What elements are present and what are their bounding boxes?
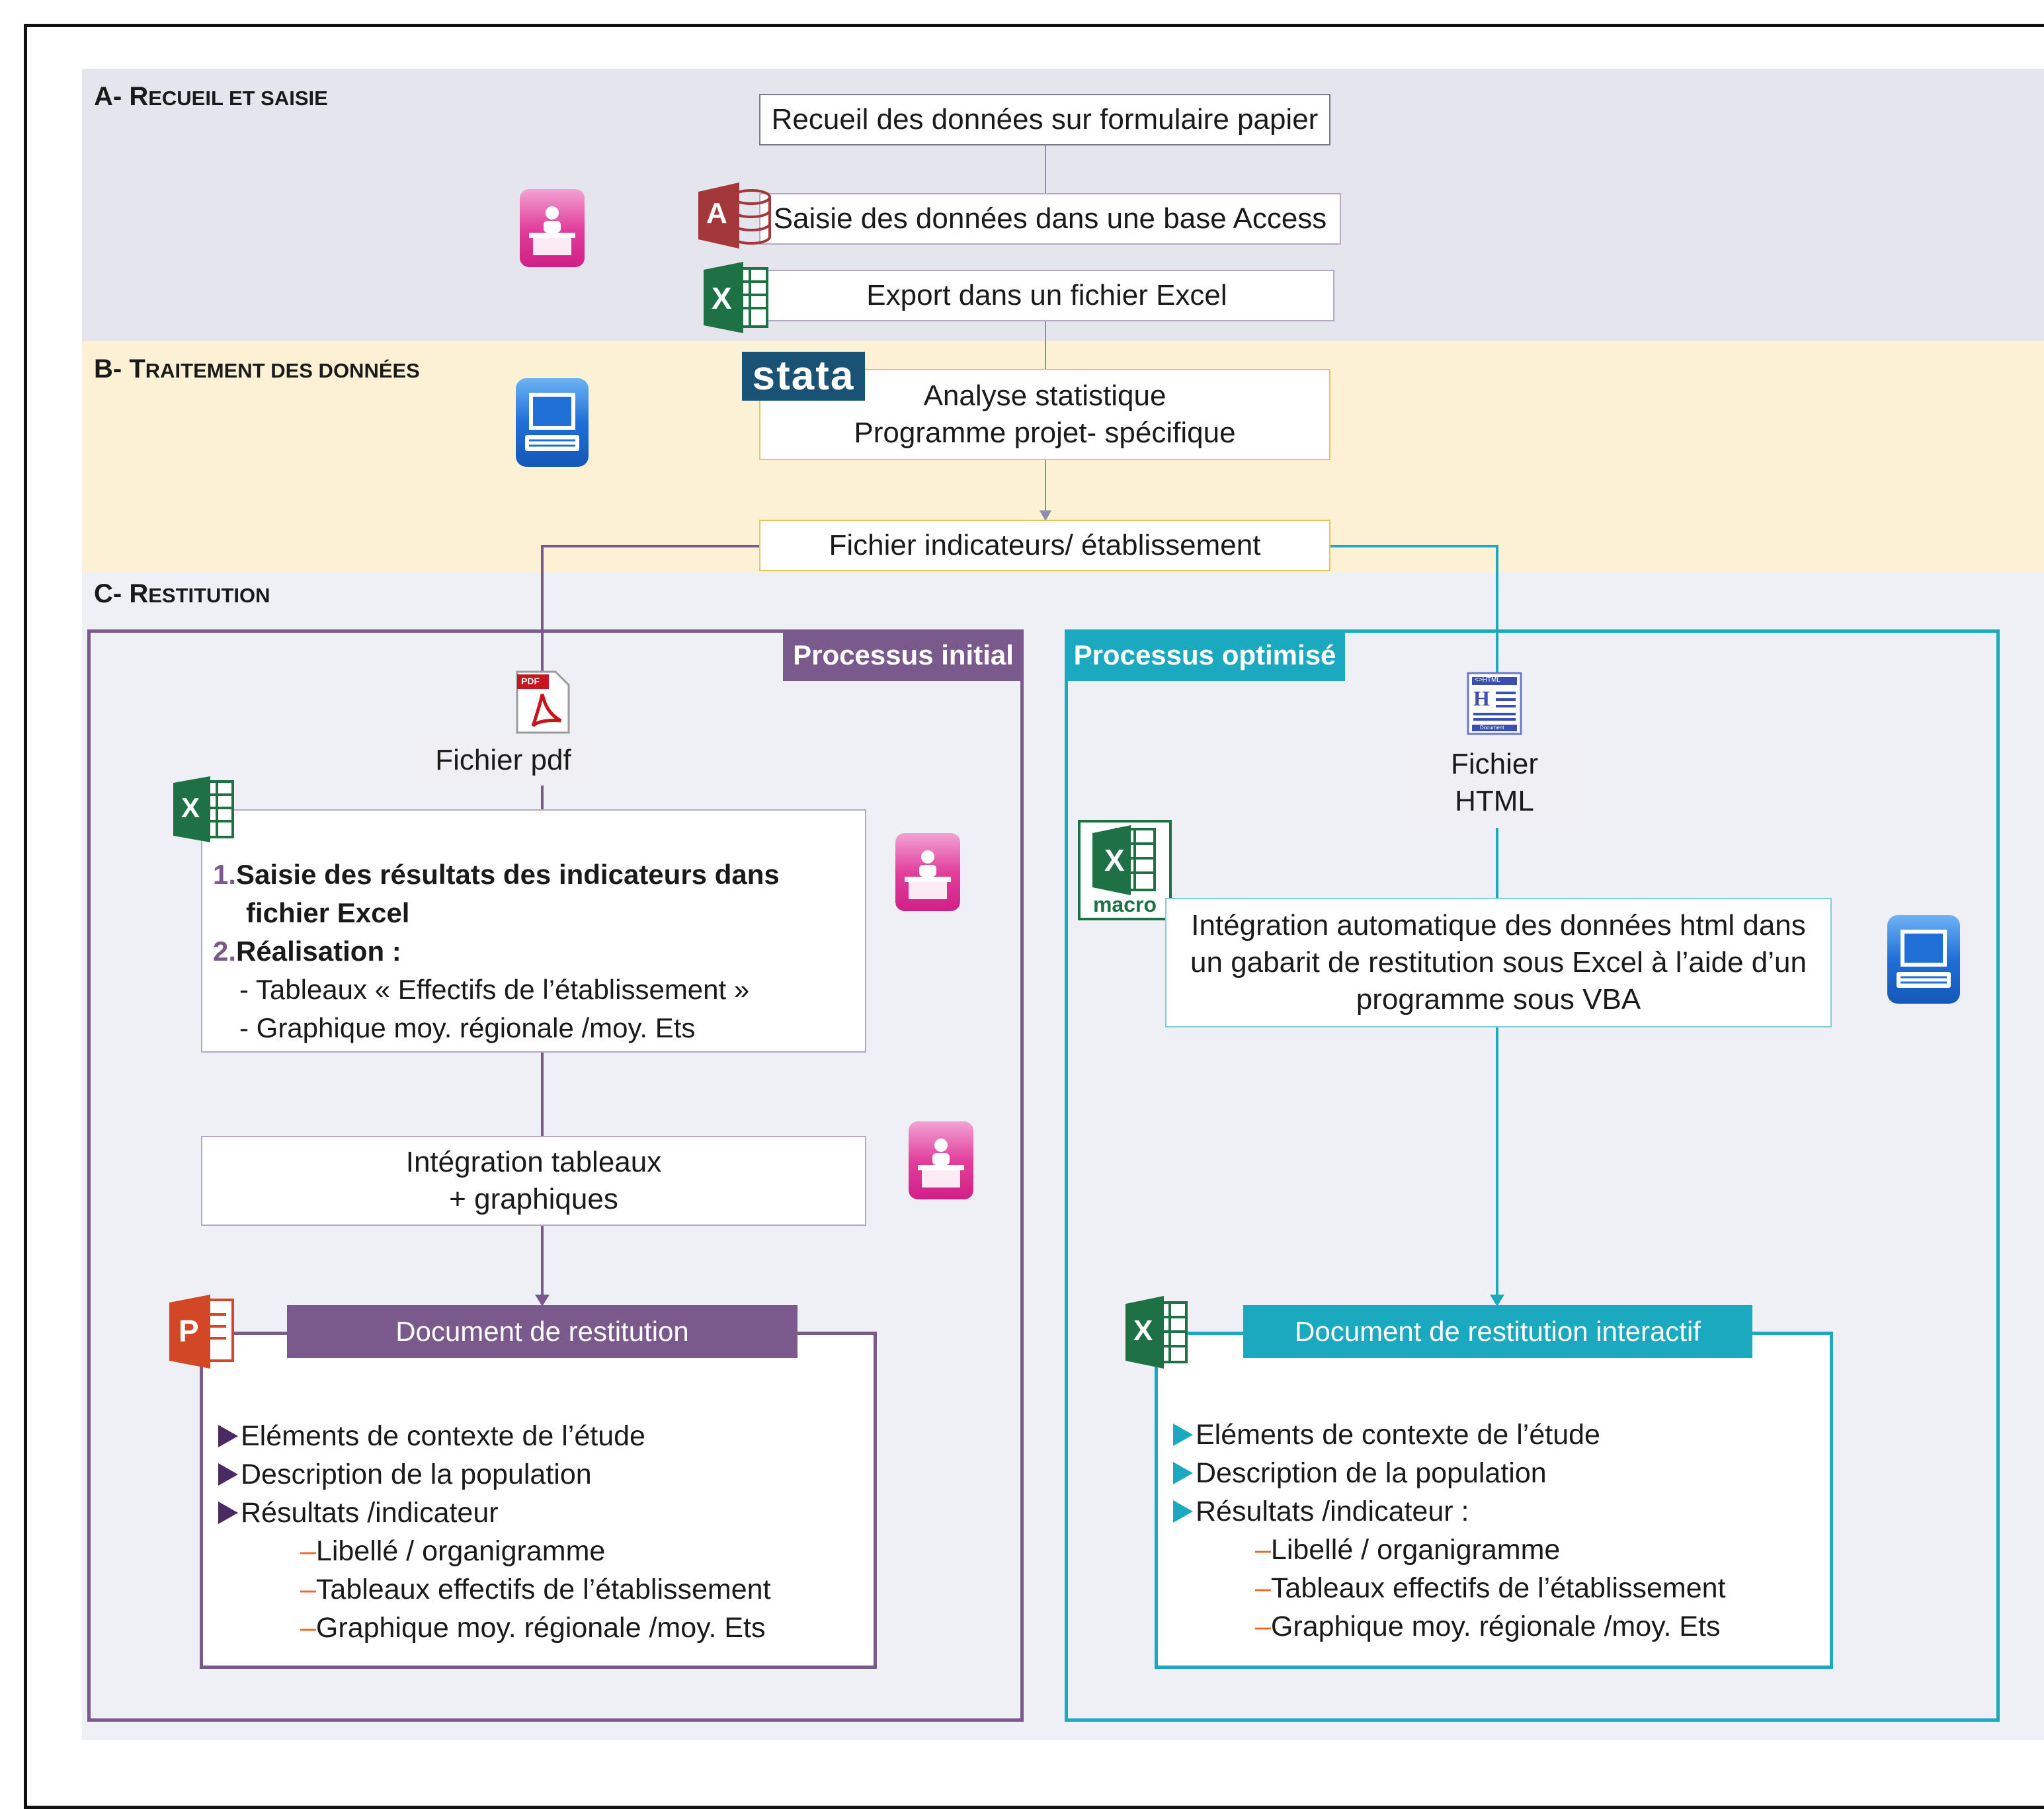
pdf-icon: PDF xyxy=(516,670,570,734)
processus-initial-container xyxy=(87,629,1024,1722)
list-subitem: –Libellé / organigramme xyxy=(300,1535,606,1567)
list-item: Description de la population xyxy=(1173,1454,1726,1492)
html-footer: Document xyxy=(1480,725,1504,731)
arrow-down-icon xyxy=(1040,510,1051,524)
computer-icon xyxy=(1887,915,1960,1004)
integration-automatique-box: Intégration automatique des données html… xyxy=(1165,898,1832,1027)
section-b-title: B- TRAITEMENT DES DONNÉES xyxy=(94,354,420,383)
document-items-optimise: Eléments de contexte de l’étude Descript… xyxy=(1173,1416,1726,1646)
processus-initial-tab: Processus initial xyxy=(783,629,1024,681)
step-list: 1.Saisie des résultats des indicateurs d… xyxy=(213,856,780,1047)
list-subitem: –Tableaux effectifs de l’établissement xyxy=(300,1574,771,1605)
connector-line xyxy=(1045,460,1046,514)
flow-line-initial xyxy=(541,1051,544,1137)
export-box: Export dans un fichier Excel xyxy=(759,270,1334,321)
branch-line-optimise xyxy=(1496,545,1498,677)
arrow-down-icon xyxy=(1490,1295,1504,1310)
flow-line-initial xyxy=(541,1225,544,1297)
processus-optimise-tab: Processus optimisé xyxy=(1065,629,1345,681)
step2-number: 2. xyxy=(213,936,237,967)
recueil-box: Recueil des données sur formulaire papie… xyxy=(759,94,1330,145)
fichier-html-label: Fichier HTML xyxy=(1402,738,1587,828)
triangle-bullet-icon xyxy=(218,1502,238,1524)
html-file-icon: <>HTML H Document xyxy=(1467,672,1522,735)
step1-text: Saisie des résultats des indicateurs dan… xyxy=(236,859,780,890)
triangle-bullet-icon xyxy=(1173,1500,1193,1523)
triangle-bullet-icon xyxy=(1173,1462,1193,1484)
list-subitem: –Graphique moy. régionale /moy. Ets xyxy=(1255,1611,1721,1642)
connector-line xyxy=(1045,145,1046,193)
step1-number: 1. xyxy=(213,859,237,890)
person-at-desk-icon xyxy=(520,189,585,267)
excel-macro-icon: X macro xyxy=(1078,820,1172,920)
excel-icon: X xyxy=(173,776,235,842)
step2-sub1: - Tableaux « Effectifs de l’établissemen… xyxy=(239,974,750,1005)
list-subitem: –Tableaux effectifs de l’établissement xyxy=(1255,1572,1726,1604)
list-item: Résultats /indicateur : xyxy=(1173,1492,1726,1531)
excel-icon: X xyxy=(704,262,770,333)
section-a-title: A- RECUEIL ET SAISIE xyxy=(94,82,328,111)
excel-letter: X xyxy=(1104,843,1125,877)
branch-line-optimise xyxy=(1330,545,1498,547)
saisie-box: Saisie des données dans une base Access xyxy=(759,193,1341,245)
excel-letter: X xyxy=(181,792,200,823)
triangle-bullet-icon xyxy=(1173,1424,1193,1446)
document-restitution-interactif-title: Document de restitution interactif xyxy=(1243,1305,1752,1358)
macro-label: macro xyxy=(1092,893,1157,916)
processus-optimise-container xyxy=(1065,629,2000,1722)
powerpoint-letter: P xyxy=(179,1314,199,1348)
step2-sub2: - Graphique moy. régionale /moy. Ets xyxy=(239,1012,696,1043)
section-c-title: C- RESTITUTION xyxy=(94,579,270,608)
saisie-realisation-box xyxy=(201,809,866,1053)
arrow-down-icon xyxy=(535,1295,550,1310)
list-subitem: –Libellé / organigramme xyxy=(1255,1534,1561,1566)
step1-text-2: fichier Excel xyxy=(246,897,410,928)
powerpoint-icon: P xyxy=(169,1295,235,1369)
triangle-bullet-icon xyxy=(218,1425,238,1447)
document-restitution-title: Document de restitution xyxy=(287,1305,797,1358)
document-items-initial: Eléments de contexte de l’étude Descript… xyxy=(218,1417,771,1647)
document-restitution-interactif-box xyxy=(1155,1332,1833,1669)
list-item: Eléments de contexte de l’étude xyxy=(1173,1416,1726,1454)
flow-line-initial xyxy=(541,778,544,809)
stata-logo: stata xyxy=(742,352,865,401)
access-icon: A xyxy=(698,182,772,249)
flow-line-optimise xyxy=(1496,820,1498,898)
fichier-indicateurs-box: Fichier indicateurs/ établissement xyxy=(759,520,1330,571)
stata-text: stata xyxy=(752,353,855,399)
pdf-label: PDF xyxy=(521,676,540,686)
list-item: Résultats /indicateur xyxy=(218,1494,771,1532)
list-subitem: –Graphique moy. régionale /moy. Ets xyxy=(300,1612,766,1644)
excel-letter: X xyxy=(712,281,732,315)
step2-text: Réalisation : xyxy=(236,936,401,967)
list-item: Description de la population xyxy=(218,1455,771,1494)
person-at-desk-icon xyxy=(909,1121,973,1199)
html-tag: <>HTML xyxy=(1475,676,1500,684)
excel-letter: X xyxy=(1133,1314,1153,1347)
list-item: Eléments de contexte de l’étude xyxy=(218,1417,771,1455)
branch-line-initial xyxy=(541,545,759,547)
flow-line-optimise xyxy=(1496,1026,1498,1297)
html-h: H xyxy=(1473,686,1490,710)
document-restitution-box xyxy=(200,1332,877,1669)
excel-icon: X xyxy=(1125,1296,1189,1369)
connector-line xyxy=(1045,321,1046,369)
branch-line-initial xyxy=(541,545,544,677)
integration-tableaux-box: Intégration tableaux + graphiques xyxy=(201,1136,866,1226)
person-at-desk-icon xyxy=(895,833,960,911)
fichier-pdf-label: Fichier pdf xyxy=(410,735,596,785)
triangle-bullet-icon xyxy=(218,1463,238,1486)
access-letter: A xyxy=(706,197,727,229)
computer-icon xyxy=(516,378,589,467)
